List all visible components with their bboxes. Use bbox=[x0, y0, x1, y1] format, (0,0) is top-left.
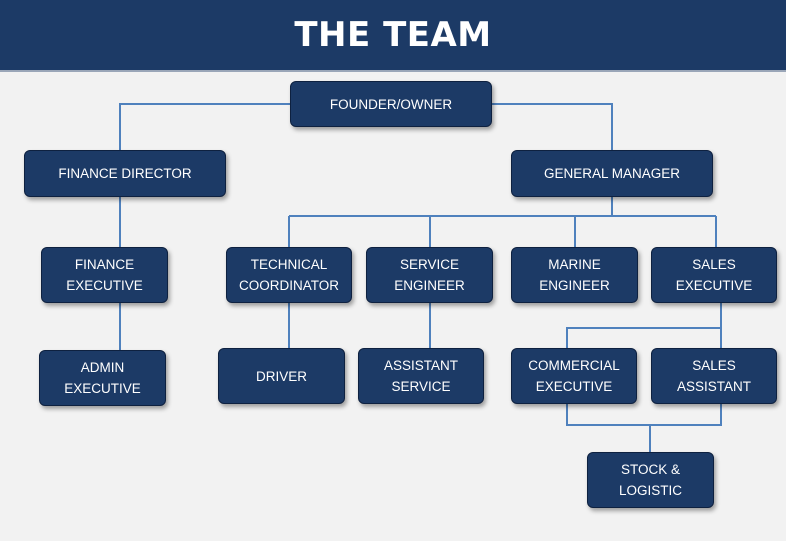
node-label-line: SALES bbox=[692, 257, 736, 272]
node-general-manager: GENERAL MANAGER bbox=[511, 150, 713, 197]
node-label-line: EXECUTIVE bbox=[64, 381, 141, 396]
node-admin-executive: ADMIN EXECUTIVE bbox=[39, 350, 166, 406]
node-label-line: ENGINEER bbox=[394, 278, 465, 293]
node-label-line: FINANCE bbox=[74, 257, 135, 272]
header-banner: THE TEAM bbox=[0, 0, 786, 72]
node-commercial-executive: COMMERCIAL EXECUTIVE bbox=[511, 348, 637, 404]
connector-founder-finance-director bbox=[119, 103, 290, 150]
node-label: SALES EXECUTIVE bbox=[676, 254, 753, 296]
node-label-line: TECHNICAL bbox=[250, 257, 328, 272]
node-label-line: SERVICE bbox=[391, 379, 451, 394]
node-label-line: SERVICE bbox=[399, 257, 459, 272]
connector-founder-general-manager bbox=[492, 103, 613, 150]
node-founder-owner: FOUNDER/OWNER bbox=[290, 81, 492, 127]
node-stock-logistic: STOCK & LOGISTIC bbox=[587, 452, 714, 508]
node-label-line: EXECUTIVE bbox=[66, 278, 143, 293]
node-label-line: EXECUTIVE bbox=[675, 278, 753, 293]
node-label-line: DRIVER bbox=[255, 368, 307, 384]
node-label-line: COORDINATOR bbox=[238, 278, 339, 293]
node-label: GENERAL MANAGER bbox=[544, 163, 680, 184]
node-driver: DRIVER bbox=[218, 348, 345, 404]
node-label: STOCK & LOGISTIC bbox=[619, 459, 682, 501]
node-label-line: ENGINEER bbox=[539, 278, 610, 293]
node-label-line: STOCK & bbox=[620, 462, 680, 477]
node-label-line: SALES bbox=[692, 358, 736, 373]
node-service-engineer: SERVICE ENGINEER bbox=[366, 247, 493, 303]
node-label: MARINE ENGINEER bbox=[539, 254, 610, 296]
node-label-line: FOUNDER/OWNER bbox=[329, 96, 453, 112]
node-technical-coordinator: TECHNICAL COORDINATOR bbox=[226, 247, 352, 303]
node-finance-executive: FINANCE EXECUTIVE bbox=[41, 247, 168, 303]
node-label: SERVICE ENGINEER bbox=[394, 254, 465, 296]
node-label-line: ASSISTANT bbox=[383, 358, 458, 373]
node-label-line: EXECUTIVE bbox=[535, 379, 613, 394]
node-label-line: LOGISTIC bbox=[618, 483, 682, 498]
node-label: FINANCE EXECUTIVE bbox=[66, 254, 143, 296]
node-label-line: ADMIN bbox=[80, 360, 125, 375]
connector-bottom-bracket bbox=[566, 404, 722, 426]
node-sales-executive: SALES EXECUTIVE bbox=[651, 247, 777, 303]
node-assistant-service: ASSISTANT SERVICE bbox=[358, 348, 484, 404]
node-label-line: MARINE bbox=[548, 257, 601, 272]
node-label: DRIVER bbox=[256, 366, 307, 387]
node-label-line: COMMERCIAL bbox=[528, 358, 620, 373]
node-label-line: ASSISTANT bbox=[676, 379, 751, 394]
node-label: ASSISTANT SERVICE bbox=[384, 355, 458, 397]
node-label: ADMIN EXECUTIVE bbox=[64, 357, 141, 399]
node-label: FOUNDER/OWNER bbox=[330, 94, 452, 115]
connector-sales-executive-commercial bbox=[566, 327, 721, 348]
node-label: TECHNICAL COORDINATOR bbox=[239, 254, 339, 296]
node-label-line: GENERAL MANAGER bbox=[543, 166, 681, 181]
node-marine-engineer: MARINE ENGINEER bbox=[511, 247, 638, 303]
node-finance-director: FINANCE DIRECTOR bbox=[24, 150, 226, 197]
node-sales-assistant: SALES ASSISTANT bbox=[651, 348, 777, 404]
node-label: SALES ASSISTANT bbox=[677, 355, 751, 397]
page-title: THE TEAM bbox=[294, 15, 492, 55]
node-label: FINANCE DIRECTOR bbox=[58, 163, 191, 184]
node-label-line: FINANCE DIRECTOR bbox=[58, 166, 192, 181]
node-label: COMMERCIAL EXECUTIVE bbox=[528, 355, 620, 397]
